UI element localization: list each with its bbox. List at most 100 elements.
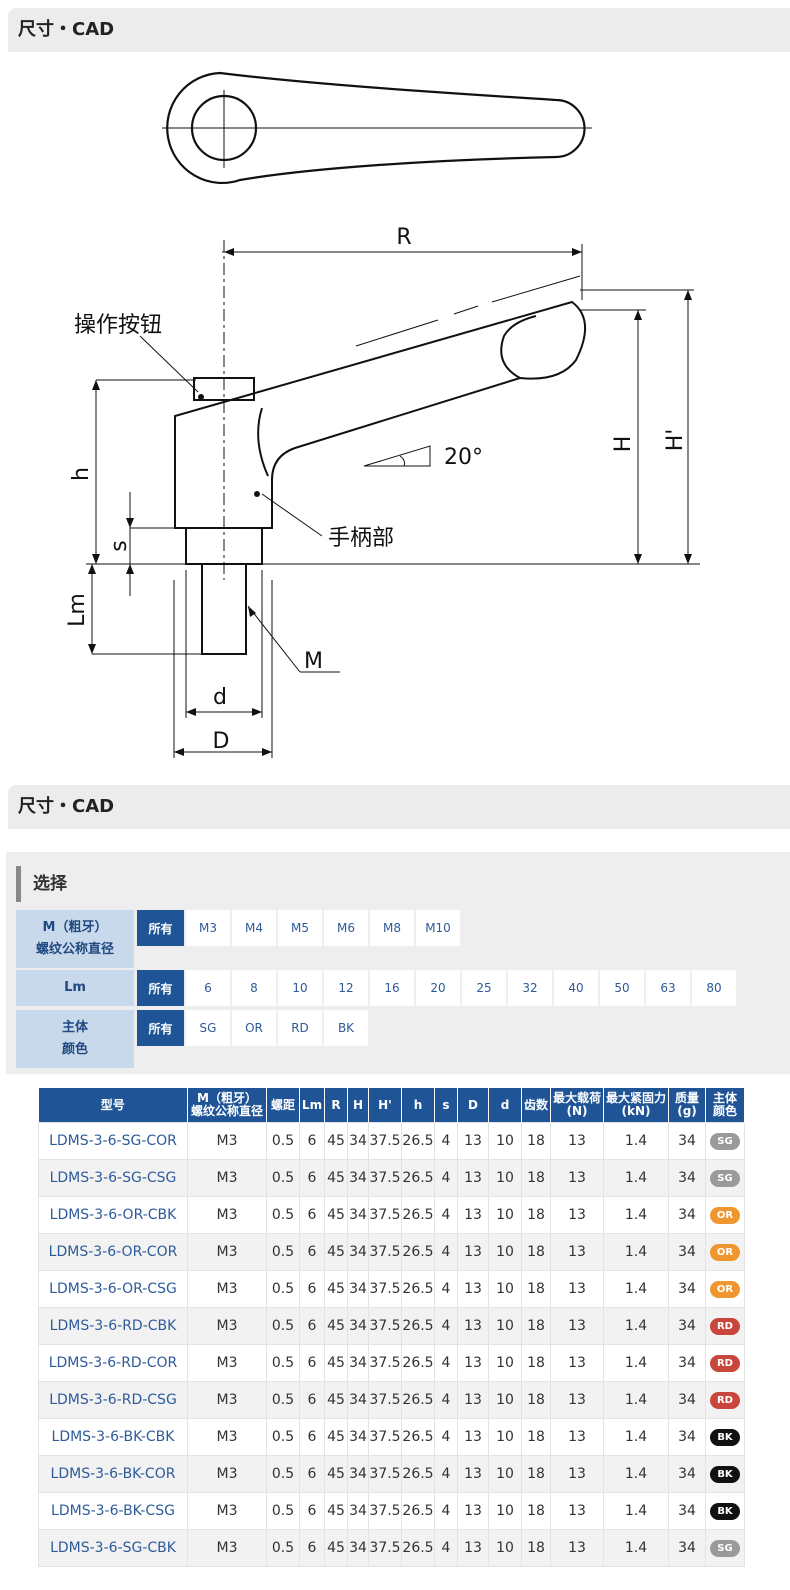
column-header: D [457, 1088, 489, 1123]
dimension-drawing: R 操作按钮 h s Lm H H' 20° 手柄部 M d D [65, 71, 700, 758]
table-cell: 4 [434, 1233, 458, 1271]
table-cell: 13 [457, 1307, 489, 1345]
color-cell: BK [705, 1492, 745, 1530]
table-cell: 13 [457, 1233, 489, 1271]
table-cell: 37.5 [368, 1196, 402, 1234]
filter-option-active[interactable]: 所有 [137, 1010, 184, 1046]
table-cell: 34 [347, 1381, 369, 1419]
model-link[interactable]: LDMS-3-6-OR-COR [38, 1233, 188, 1271]
filter-option-active[interactable]: 所有 [137, 910, 184, 946]
filter-option[interactable]: BK [324, 1010, 368, 1046]
table-cell: 13 [550, 1418, 604, 1456]
filter-option[interactable]: 32 [508, 970, 552, 1006]
filter-label-line: M（粗牙） [42, 920, 108, 935]
filter-option[interactable]: RD [278, 1010, 322, 1046]
color-badge: OR [710, 1244, 740, 1261]
table-cell: 0.5 [266, 1196, 300, 1234]
table-cell: 1.4 [603, 1122, 669, 1160]
column-header-line: 齿数 [523, 1097, 548, 1112]
model-link[interactable]: LDMS-3-6-OR-CBK [38, 1196, 188, 1234]
table-cell: 13 [550, 1122, 604, 1160]
filter-option[interactable]: 80 [692, 970, 736, 1006]
model-link[interactable]: LDMS-3-6-BK-CSG [38, 1492, 188, 1530]
table-cell: 34 [668, 1233, 706, 1271]
filter-option[interactable]: M10 [416, 910, 460, 946]
model-link[interactable]: LDMS-3-6-BK-COR [38, 1455, 188, 1493]
filter-option[interactable]: SG [186, 1010, 230, 1046]
model-link[interactable]: LDMS-3-6-SG-COR [38, 1122, 188, 1160]
filter-option[interactable]: 8 [232, 970, 276, 1006]
color-cell: SG [705, 1159, 745, 1197]
label-operation-button: 操作按钮 [74, 313, 162, 338]
table-cell: 34 [668, 1307, 706, 1345]
section-header-dimensions: 尺寸・CAD [8, 8, 790, 52]
column-header-line: 螺距 [270, 1097, 295, 1112]
table-cell: 34 [668, 1418, 706, 1456]
table-cell: M3 [187, 1381, 267, 1419]
model-link[interactable]: LDMS-3-6-SG-CSG [38, 1159, 188, 1197]
column-header-line: H [352, 1097, 364, 1112]
table-cell: 13 [457, 1529, 489, 1567]
table-cell: 13 [550, 1344, 604, 1382]
filter-option[interactable]: M6 [324, 910, 368, 946]
filter-option[interactable]: M8 [370, 910, 414, 946]
model-link[interactable]: LDMS-3-6-BK-CBK [38, 1418, 188, 1456]
table-cell: 6 [299, 1455, 325, 1493]
color-badge: OR [710, 1281, 740, 1298]
table-cell: 6 [299, 1492, 325, 1530]
table-cell: 26.5 [401, 1492, 435, 1530]
column-header-line: H' [378, 1097, 392, 1112]
table-cell: 13 [550, 1381, 604, 1419]
filter-option[interactable]: 50 [600, 970, 644, 1006]
table-cell: 10 [488, 1159, 522, 1197]
filter-option[interactable]: 10 [278, 970, 322, 1006]
filter-option[interactable]: 16 [370, 970, 414, 1006]
model-link[interactable]: LDMS-3-6-SG-CBK [38, 1529, 188, 1567]
color-badge: SG [710, 1540, 740, 1557]
model-link[interactable]: LDMS-3-6-RD-CSG [38, 1381, 188, 1419]
table-cell: M3 [187, 1344, 267, 1382]
table-cell: 0.5 [266, 1270, 300, 1308]
filter-option-active[interactable]: 所有 [137, 970, 184, 1006]
table-cell: 26.5 [401, 1233, 435, 1271]
table-cell: 10 [488, 1455, 522, 1493]
column-header-line: 质量 [674, 1091, 699, 1105]
model-link[interactable]: LDMS-3-6-RD-COR [38, 1344, 188, 1382]
filter-option[interactable]: 12 [324, 970, 368, 1006]
table-cell: 18 [521, 1492, 551, 1530]
table-cell: 37.5 [368, 1529, 402, 1567]
model-link[interactable]: LDMS-3-6-RD-CBK [38, 1307, 188, 1345]
table-cell: 0.5 [266, 1307, 300, 1345]
table-cell: 37.5 [368, 1492, 402, 1530]
filter-option[interactable]: 63 [646, 970, 690, 1006]
filter-option[interactable]: OR [232, 1010, 276, 1046]
table-cell: 6 [299, 1270, 325, 1308]
table-cell: 4 [434, 1196, 458, 1234]
table-cell: 13 [550, 1492, 604, 1530]
label-M: M [304, 649, 323, 674]
filter-option[interactable]: 20 [416, 970, 460, 1006]
filter-option[interactable]: 40 [554, 970, 598, 1006]
filter-option[interactable]: M3 [186, 910, 230, 946]
filter-option[interactable]: 25 [462, 970, 506, 1006]
filter-option[interactable]: M5 [278, 910, 322, 946]
table-cell: 13 [457, 1344, 489, 1382]
filter-option[interactable]: 6 [186, 970, 230, 1006]
filter-option[interactable]: M4 [232, 910, 276, 946]
model-link[interactable]: LDMS-3-6-OR-CSG [38, 1270, 188, 1308]
table-cell: 37.5 [368, 1418, 402, 1456]
